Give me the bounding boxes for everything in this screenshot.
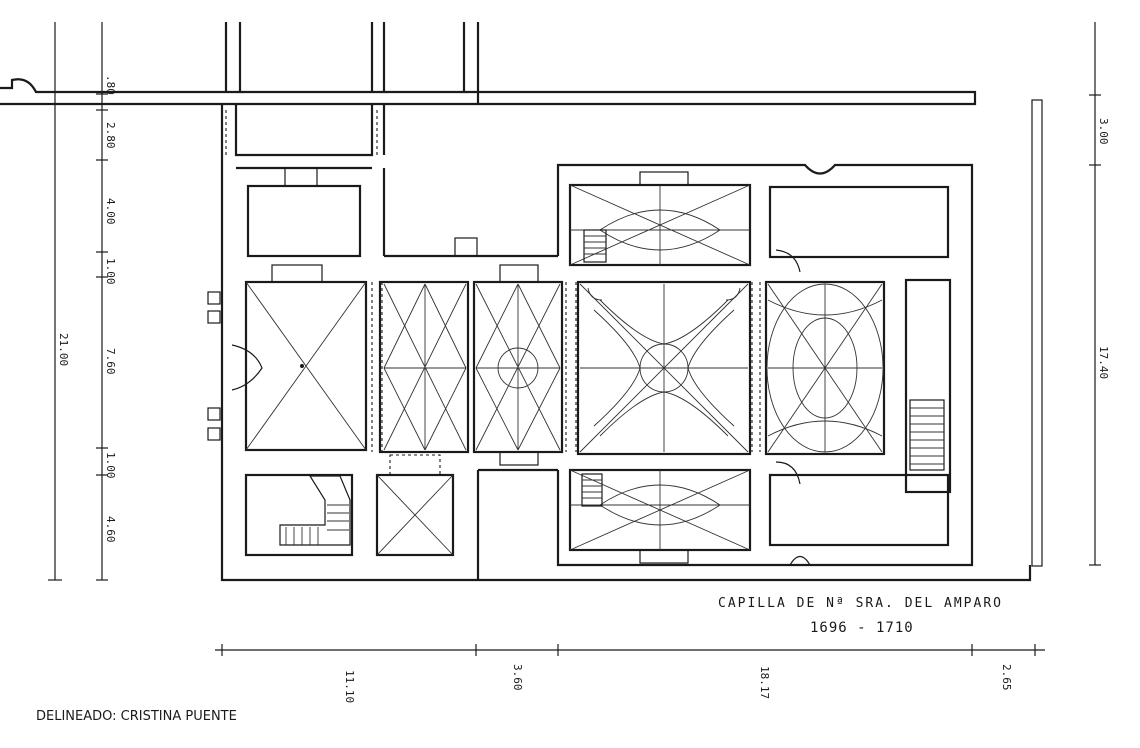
dim-left-seg-2: 2.80: [104, 122, 117, 149]
nave-bays: [371, 264, 564, 466]
dim-bottom-seg-1: 11.10: [343, 670, 356, 703]
right-dimension-lines: [1031, 22, 1101, 567]
dim-left-seg-7: 4.60: [104, 516, 117, 543]
dim-left-seg-5: 7.60: [104, 348, 117, 375]
left-dimension-lines: [48, 22, 108, 581]
dim-bottom-seg-3: 18.17: [758, 666, 771, 699]
drawing-credit: DELINEADO: CRISTINA PUENTE: [36, 709, 237, 724]
crossing-transept: [556, 163, 974, 567]
dim-bottom-seg-2: 3.60: [511, 664, 524, 691]
apse-and-sacristy: [759, 185, 952, 566]
dim-left-seg-4: 1.00: [104, 258, 117, 285]
dim-right-seg-2: 17.40: [1097, 346, 1110, 379]
left-wing-rooms: [207, 104, 1032, 582]
dim-left-seg-3: 4.00: [104, 198, 117, 225]
dim-right-seg-1: 3.00: [1097, 118, 1110, 145]
drawing-title: CAPILLA DE Nª SRA. DEL AMPARO: [718, 596, 1003, 611]
bottom-dimension-line: [215, 644, 1045, 656]
dim-left-seg-6: 1.00: [104, 452, 117, 479]
dim-bottom-seg-4: 2.65: [1000, 664, 1013, 691]
dim-total-left: 21.00: [57, 333, 70, 366]
top-corridor-walls: [0, 22, 977, 106]
drawing-dates: 1696 - 1710: [810, 620, 914, 636]
dim-left-seg-1: .80: [104, 75, 117, 95]
